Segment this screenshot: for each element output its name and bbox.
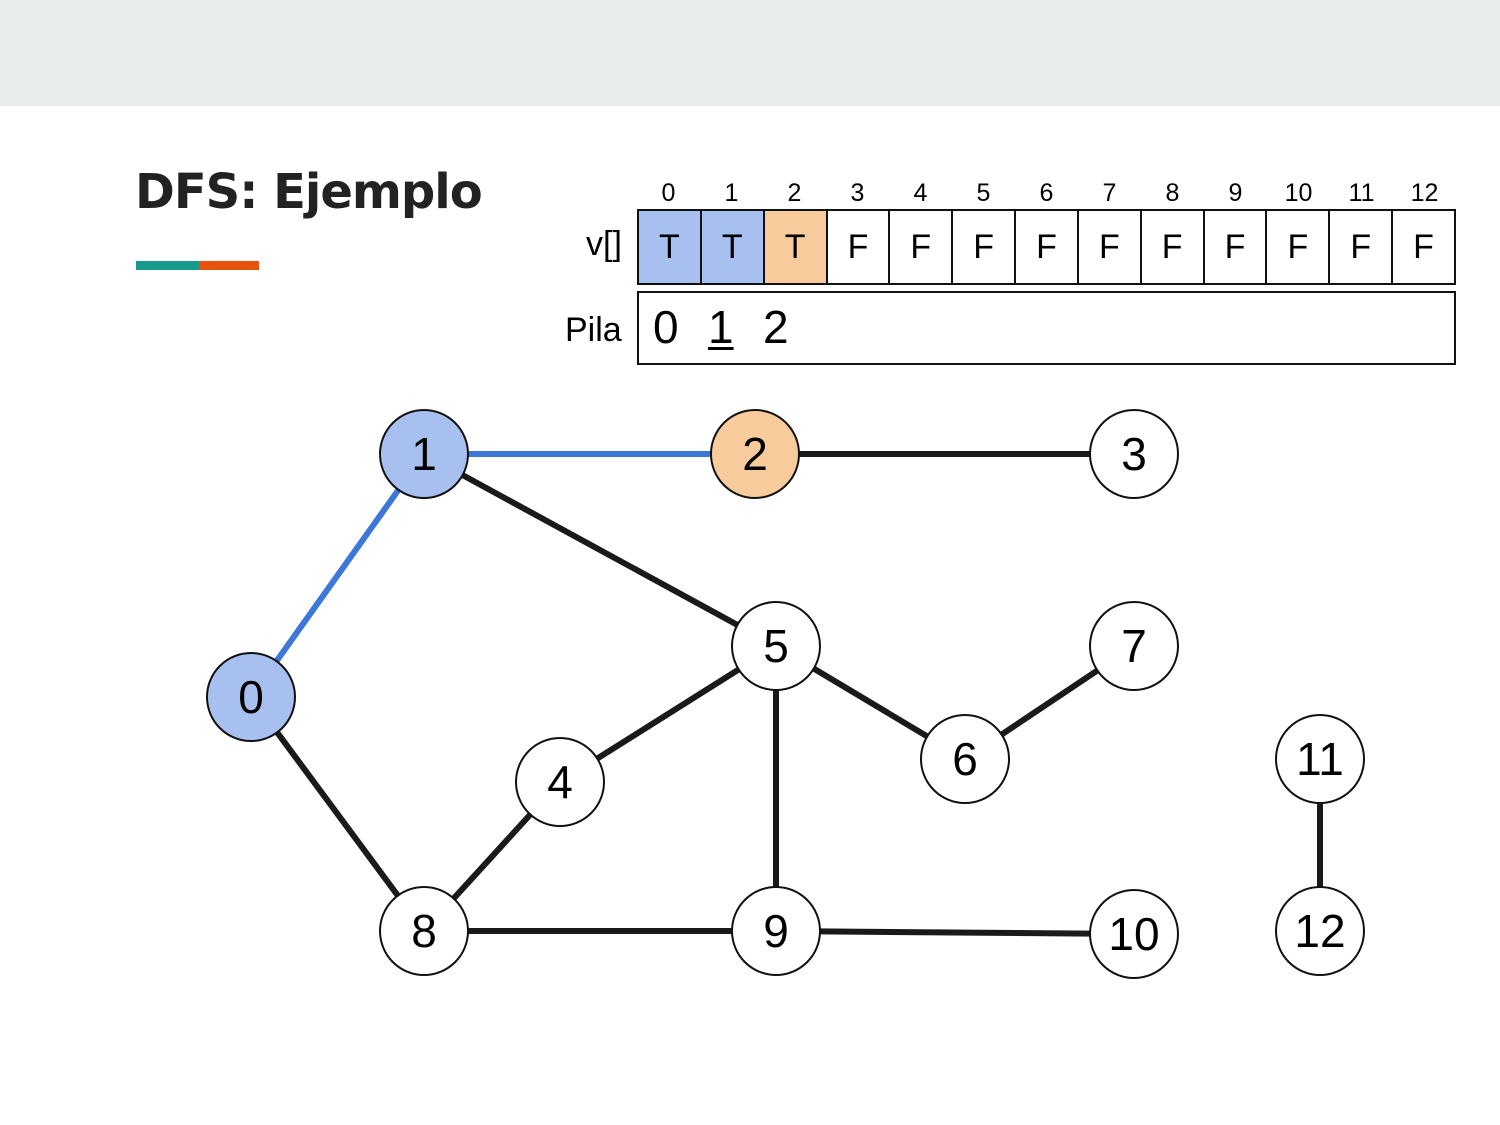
graph-node-5: 5 — [731, 601, 821, 691]
stack-label: Pila — [565, 311, 622, 349]
graph-node-6: 6 — [920, 714, 1010, 804]
node-circle-9 — [731, 886, 821, 976]
edge-0-1 — [248, 452, 427, 699]
node-circle-6 — [920, 714, 1010, 804]
node-label-1: 1 — [411, 428, 437, 480]
node-circle-0 — [206, 652, 296, 742]
stack-item-0: 0 — [653, 301, 679, 353]
array-index-0: 0 — [661, 179, 676, 207]
array-cell-10: F — [1267, 211, 1331, 283]
graph-node-2: 2 — [710, 409, 800, 499]
graph-edges — [248, 451, 1323, 937]
array-cell-6: F — [1016, 211, 1079, 283]
node-circle-4 — [515, 737, 605, 827]
node-label-0: 0 — [238, 671, 264, 723]
array-cell-5: F — [953, 211, 1017, 283]
node-label-9: 9 — [763, 905, 789, 957]
graph-node-7: 7 — [1089, 601, 1179, 691]
top-band — [0, 0, 1500, 106]
edge-0-8 — [248, 695, 427, 933]
node-label-7: 7 — [1121, 620, 1147, 672]
graph-node-0: 0 — [206, 652, 296, 742]
node-label-6: 6 — [952, 733, 978, 785]
array-cell-2: T — [764, 211, 828, 283]
node-circle-7 — [1089, 601, 1179, 691]
graph-node-10: 10 — [1089, 889, 1179, 979]
title-accent-orange — [199, 261, 259, 270]
node-circle-8 — [379, 886, 469, 976]
array-index-11: 11 — [1348, 179, 1375, 207]
graph-node-11: 11 — [1275, 714, 1365, 804]
graph-node-4: 4 — [515, 737, 605, 827]
array-index-2: 2 — [787, 179, 802, 207]
array-cell-3: F — [827, 211, 891, 283]
graph-node-9: 9 — [731, 886, 821, 976]
array-index-3: 3 — [850, 179, 865, 207]
node-circle-12 — [1275, 886, 1365, 976]
title-accent-teal — [136, 261, 199, 270]
stack-item-2: 2 — [763, 301, 789, 353]
array-index-9: 9 — [1228, 179, 1243, 207]
node-label-3: 3 — [1121, 428, 1147, 480]
node-label-10: 10 — [1108, 908, 1159, 960]
graph-node-8: 8 — [379, 886, 469, 976]
array-index-8: 8 — [1165, 179, 1180, 207]
node-circle-5 — [731, 601, 821, 691]
node-label-2: 2 — [742, 428, 768, 480]
array-cell-11: F — [1330, 211, 1394, 283]
node-label-4: 4 — [547, 756, 573, 808]
node-label-8: 8 — [411, 905, 437, 957]
array-index-6: 6 — [1039, 179, 1054, 207]
array-cell-9: F — [1204, 211, 1268, 283]
array-index-10: 10 — [1284, 179, 1313, 207]
array-index-4: 4 — [913, 179, 928, 207]
array-cell-1: T — [701, 211, 765, 283]
edge-1-5 — [422, 451, 778, 649]
graph-node-1: 1 — [379, 409, 469, 499]
array-index-1: 1 — [724, 179, 739, 207]
node-circle-10 — [1089, 889, 1179, 979]
graph-node-3: 3 — [1089, 409, 1179, 499]
node-circle-3 — [1089, 409, 1179, 499]
edge-9-10 — [775, 928, 1135, 937]
array-cell-7: F — [1078, 211, 1142, 283]
node-circle-11 — [1275, 714, 1365, 804]
node-label-11: 11 — [1296, 733, 1344, 785]
array-cell-0: T — [639, 211, 702, 283]
array-cell-4: F — [890, 211, 954, 283]
visited-array-label: v[] — [586, 225, 622, 263]
array-index-12: 12 — [1410, 179, 1439, 207]
array-index-7: 7 — [1102, 179, 1117, 207]
node-circle-2 — [710, 409, 800, 499]
graph-node-12: 12 — [1275, 886, 1365, 976]
array-cell-8: F — [1141, 211, 1205, 283]
node-circle-1 — [379, 409, 469, 499]
node-label-5: 5 — [763, 620, 789, 672]
node-label-12: 12 — [1294, 905, 1345, 957]
array-cell-12: F — [1393, 211, 1456, 283]
array-index-5: 5 — [976, 179, 991, 207]
stack-item-1: 1 — [708, 301, 734, 353]
slide-title: DFS: Ejemplo — [135, 164, 483, 220]
